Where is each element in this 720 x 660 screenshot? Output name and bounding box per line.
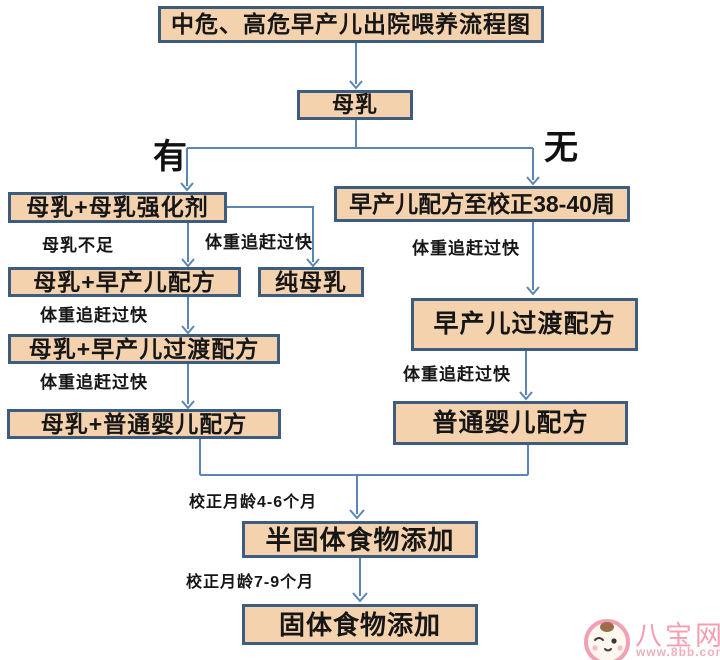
edge-label-weight-catchup-right-1: 体重追赶过快 — [412, 239, 520, 258]
watermark-site-url: www.8bb.com — [636, 645, 720, 659]
edge-label-weight-catchup-left-3: 体重追赶过快 — [40, 373, 148, 392]
node-bm-transition-formula: 母乳+早产儿过渡配方 — [8, 334, 280, 364]
edge-label-weight-catchup-left-2: 体重追赶过快 — [40, 306, 148, 325]
edge-label-bm-insufficient: 母乳不足 — [42, 236, 114, 255]
node-pure-breast-milk: 纯母乳 — [258, 267, 364, 297]
edge-label-weight-catchup-to-pure-bm: 体重追赶过快 — [205, 233, 313, 252]
node-title: 中危、高危早产儿出院喂养流程图 — [158, 6, 544, 43]
watermark-site-name: 八宝网 — [635, 621, 720, 651]
node-bm-preterm-formula: 母乳+早产儿配方 — [8, 267, 241, 297]
node-regular-formula: 普通婴儿配方 — [393, 401, 628, 445]
node-solid-food: 固体食物添加 — [242, 604, 478, 645]
edge-label-corrected-age-4-6: 校正月龄4-6个月 — [189, 494, 318, 511]
node-transition-formula: 早产儿过渡配方 — [411, 298, 638, 351]
branch-label-no: 无 — [544, 129, 578, 167]
node-bm-fortifier: 母乳+母乳强化剂 — [8, 192, 227, 223]
node-semi-solid-food: 半固体食物添加 — [242, 521, 478, 558]
branch-label-yes: 有 — [153, 138, 187, 176]
node-bm-regular-formula: 母乳+普通婴儿配方 — [7, 409, 281, 439]
edge-label-weight-catchup-right-2: 体重追赶过快 — [403, 365, 511, 384]
edge-label-corrected-age-7-9: 校正月龄7-9个月 — [186, 574, 315, 591]
watermark: 八宝网 www.8bb.com — [580, 612, 720, 660]
node-breast-milk: 母乳 — [297, 90, 413, 120]
baby-face-icon — [584, 619, 630, 660]
node-preterm-formula-38-40: 早产儿配方至校正38-40周 — [334, 186, 630, 222]
